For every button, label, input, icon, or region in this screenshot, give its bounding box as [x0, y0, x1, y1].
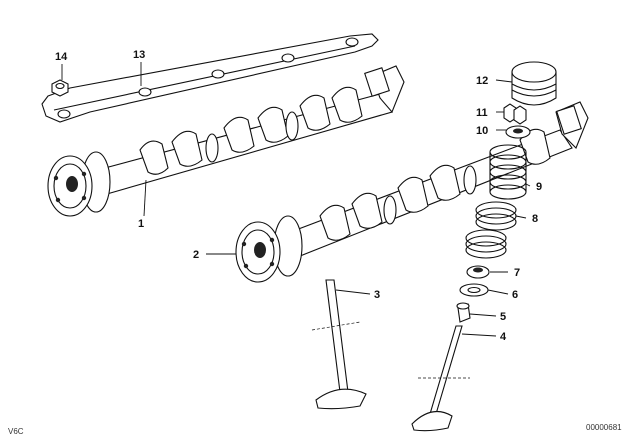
callout-12: 12 [476, 75, 488, 87]
callout-8: 8 [532, 213, 538, 225]
callout-13: 13 [133, 49, 145, 61]
valve-keepers-part-11 [503, 103, 527, 125]
valve-part-3 [311, 279, 367, 410]
nut-part-14 [51, 79, 69, 97]
leader-lines [61, 62, 531, 337]
callout-4: 4 [500, 331, 507, 343]
camshaft-upper-part-1 [47, 65, 405, 217]
tappet-part-12 [511, 61, 557, 106]
callout-1: 1 [138, 218, 144, 230]
callout-5: 5 [500, 311, 506, 323]
camshaft-lower-part-2 [235, 101, 589, 283]
callout-labels: 1 2 3 4 5 6 7 8 9 10 11 12 13 14 [55, 49, 542, 343]
stem-seal-part-7 [466, 265, 490, 279]
callout-10: 10 [476, 125, 488, 137]
callout-2: 2 [193, 249, 199, 261]
valve-part-4 [411, 325, 470, 432]
callout-3: 3 [374, 289, 380, 301]
valve-spring-inner-part-8 [475, 201, 517, 231]
bearing-bridge-part-13 [41, 33, 379, 123]
callout-9: 9 [536, 181, 542, 193]
drawing-number: 00000681 [586, 423, 622, 432]
callout-6: 6 [512, 289, 518, 301]
spring-rings-lower [465, 229, 507, 259]
valve-spring-outer-part-9 [489, 144, 527, 200]
callout-11: 11 [476, 107, 488, 119]
spring-retainer-part-10 [505, 125, 531, 139]
corner-code: V6C [8, 427, 24, 436]
spring-seat-part-6 [459, 283, 489, 297]
callout-7: 7 [514, 267, 520, 279]
callout-14: 14 [55, 51, 68, 63]
valve-guide-part-5 [456, 302, 471, 323]
